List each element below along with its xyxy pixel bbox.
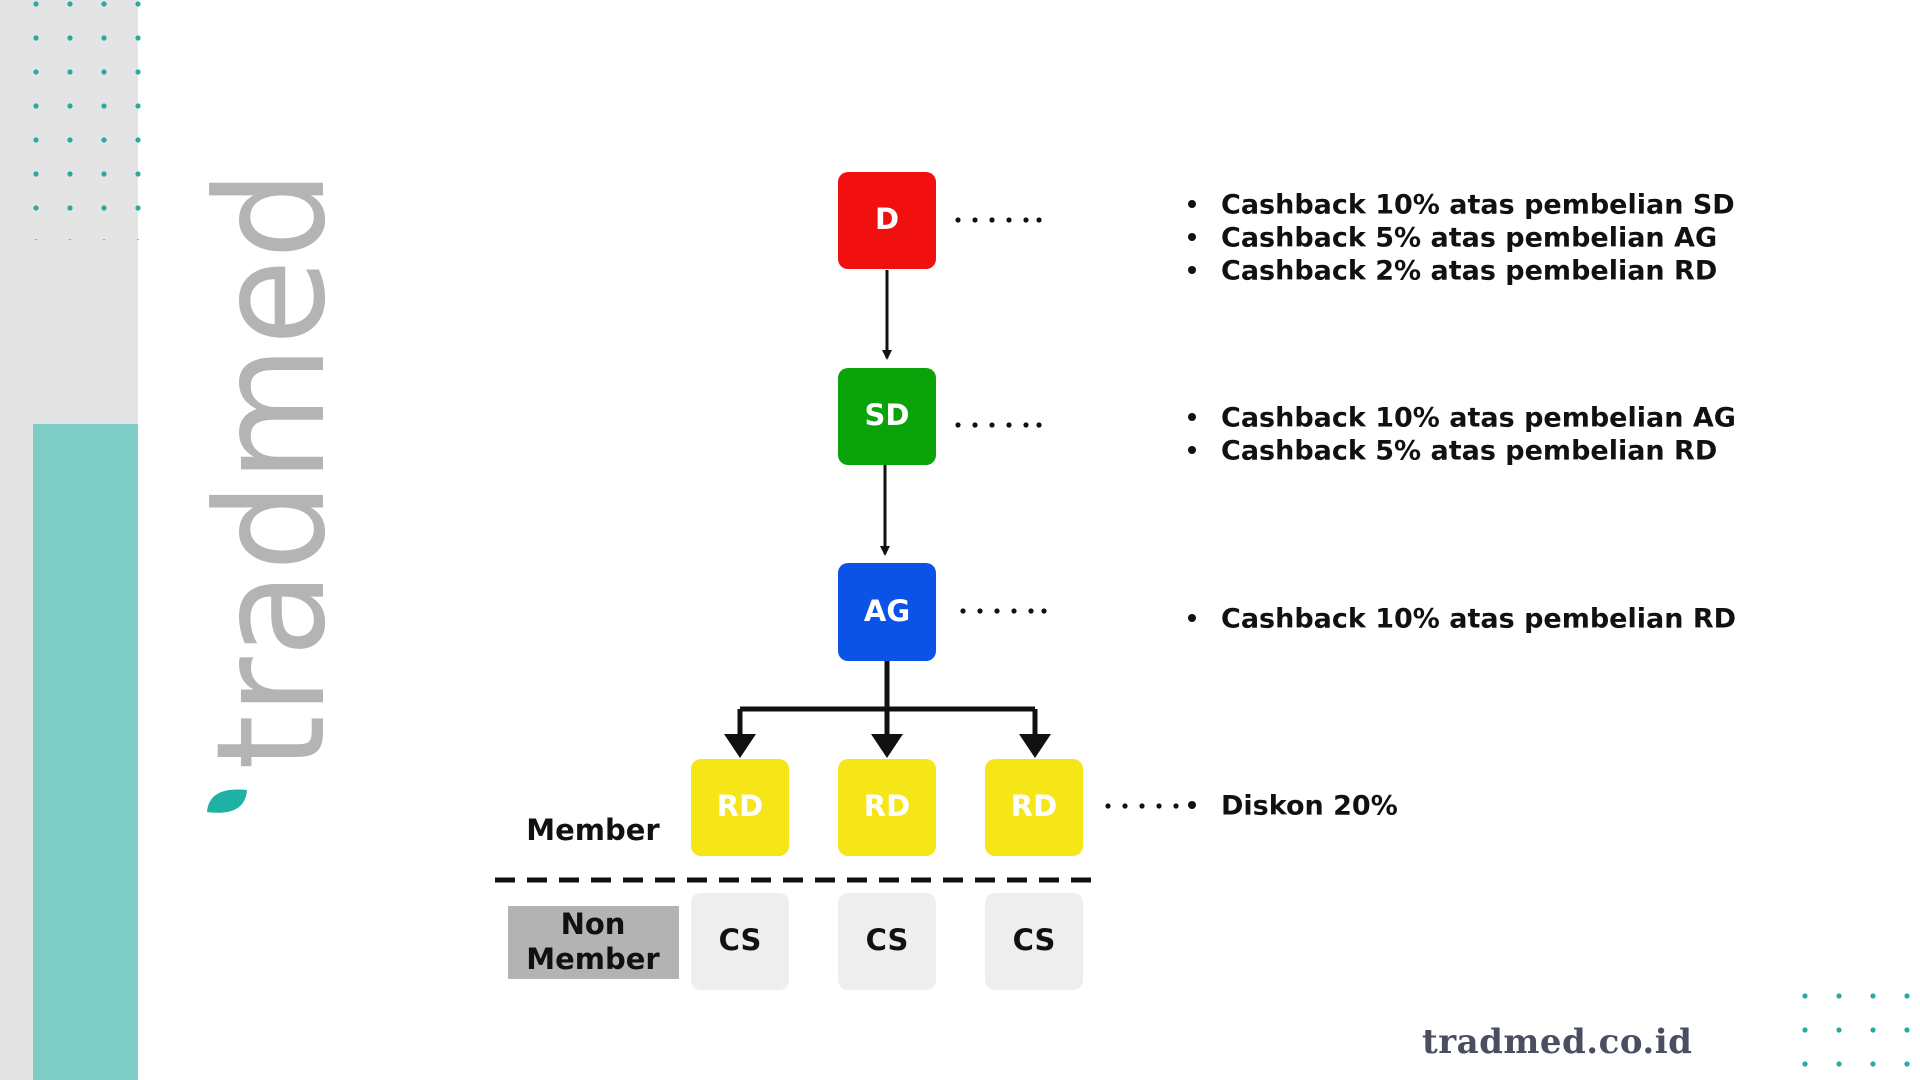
leader-sd [955,422,1042,428]
decor-dot [101,35,107,41]
leader-rd [1105,803,1179,809]
decor-dot [67,171,73,177]
dot-grid-bottom-right [1802,993,1910,1067]
arrowhead-left [724,734,756,758]
decor-dot [1870,1027,1876,1033]
decor-dot [33,171,39,177]
connector-lines [724,270,1051,758]
decor-dot [1836,993,1842,999]
decor-dot [67,205,73,211]
decor-dot [1870,993,1876,999]
decor-dot [101,205,107,211]
svg-text:CS: CS [1013,923,1056,957]
dot-grid-top-left [33,1,141,240]
bullet-dot [1188,801,1196,809]
decor-dot [102,239,106,240]
leader-ag [960,608,1047,614]
node-ag: AG [838,563,936,661]
bullet-dot [1188,614,1196,622]
node-rd-2: RD [838,759,936,856]
decor-dot [101,103,107,109]
svg-text:RD: RD [717,789,763,823]
decor-dot [135,1,141,7]
arrowhead-center [871,734,903,758]
bullet-text: Diskon 20% [1221,791,1398,822]
bullet-dot [1188,413,1196,421]
decor-dot [67,103,73,109]
leader-d [955,217,1042,223]
node-rd-3: RD [985,759,1083,856]
node-cs-2: CS [838,893,936,990]
decor-dot [135,35,141,41]
decor-dot [1802,1061,1808,1067]
decor-dot [101,171,107,177]
decor-dot [33,35,39,41]
decor-dot [1904,993,1910,999]
svg-text:CS: CS [866,923,909,957]
node-d: D [838,172,936,269]
svg-text:Non: Non [561,907,626,941]
decor-dot [1870,1061,1876,1067]
node-sd: SD [838,368,936,465]
teal-accent-bar [33,424,138,1080]
decor-dot [34,239,38,240]
decor-dot [33,137,39,143]
decor-dot [1904,1061,1910,1067]
decor-dot [135,205,141,211]
decor-dot [67,1,73,7]
arrowhead-right [1019,734,1051,758]
decor-dot [33,1,39,7]
tradmed-logo: tradmed [195,170,335,813]
decor-dot [67,69,73,75]
decor-dot [33,69,39,75]
bullet-text: Cashback 5% atas pembelian RD [1221,436,1717,467]
website-url: tradmed.co.id [1422,1022,1693,1062]
member-label: Member [526,813,660,847]
decor-dot [33,103,39,109]
decor-dot [1802,1027,1808,1033]
non-member-label-box: Non Member [508,906,679,979]
decor-dot [1836,1027,1842,1033]
decor-dot [1904,1027,1910,1033]
decor-dot [101,137,107,143]
node-rd-1: RD [691,759,789,856]
svg-text:D: D [875,202,899,236]
bullet-text: Cashback 10% atas pembelian RD [1221,604,1736,635]
svg-text:CS: CS [719,923,762,957]
node-cs-1: CS [691,893,789,990]
bullet-dot [1188,200,1196,208]
bullet-dot [1188,266,1196,274]
bullet-dot [1188,446,1196,454]
decor-dot [136,239,140,240]
svg-text:tradmed: tradmed [195,170,335,770]
decor-dot [67,137,73,143]
svg-text:RD: RD [864,789,910,823]
bullet-text: Cashback 2% atas pembelian RD [1221,256,1717,287]
decor-dot [135,171,141,177]
decor-dot [67,35,73,41]
decor-dot [135,137,141,143]
decor-dot [101,1,107,7]
decor-dot [1836,1061,1842,1067]
svg-text:SD: SD [865,398,910,432]
dotted-leaders [955,217,1179,809]
bullet-text: Cashback 10% atas pembelian AG [1221,403,1736,434]
decor-dot [101,69,107,75]
bullet-text: Cashback 10% atas pembelian SD [1221,190,1735,221]
bullet-text: Cashback 5% atas pembelian AG [1221,223,1717,254]
decor-dot [135,103,141,109]
svg-text:Member: Member [526,942,660,976]
bullet-dot [1188,233,1196,241]
decor-dot [68,239,72,240]
svg-text:AG: AG [864,594,910,628]
decor-dot [33,205,39,211]
node-cs-3: CS [985,893,1083,990]
decor-dot [135,69,141,75]
svg-text:RD: RD [1011,789,1057,823]
decor-dot [1802,993,1808,999]
